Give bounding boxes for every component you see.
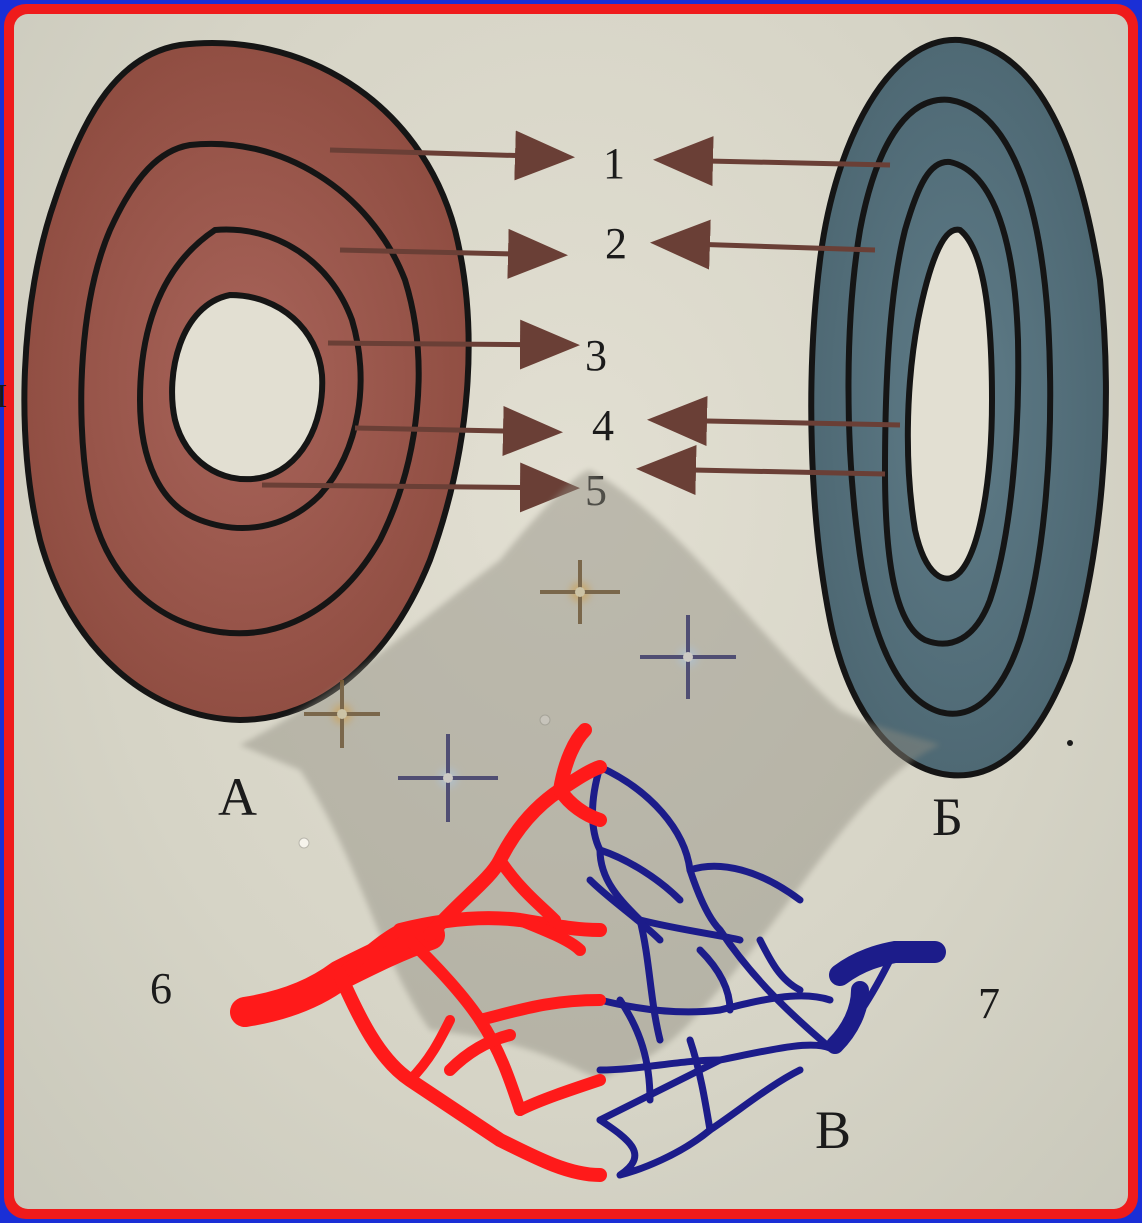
venule-knob <box>835 990 860 1045</box>
stray-glyph: I <box>0 378 7 416</box>
artery-cross-section <box>24 43 468 720</box>
label-6: 6 <box>150 964 172 1013</box>
label-b: Б <box>932 787 963 847</box>
arrow-a-3 <box>328 343 570 345</box>
label-v: В <box>815 1100 851 1160</box>
artery-lumen <box>172 295 322 479</box>
vein-cross-section <box>811 40 1106 776</box>
dot-small-3 <box>1067 740 1073 746</box>
label-a: А <box>218 767 257 827</box>
arrow-a-5 <box>262 485 570 488</box>
label-1: 1 <box>603 139 625 188</box>
label-3: 3 <box>585 331 607 380</box>
label-4: 4 <box>592 401 614 450</box>
dot-small-2 <box>299 838 309 848</box>
label-7: 7 <box>978 979 1000 1028</box>
label-2: 2 <box>605 219 627 268</box>
